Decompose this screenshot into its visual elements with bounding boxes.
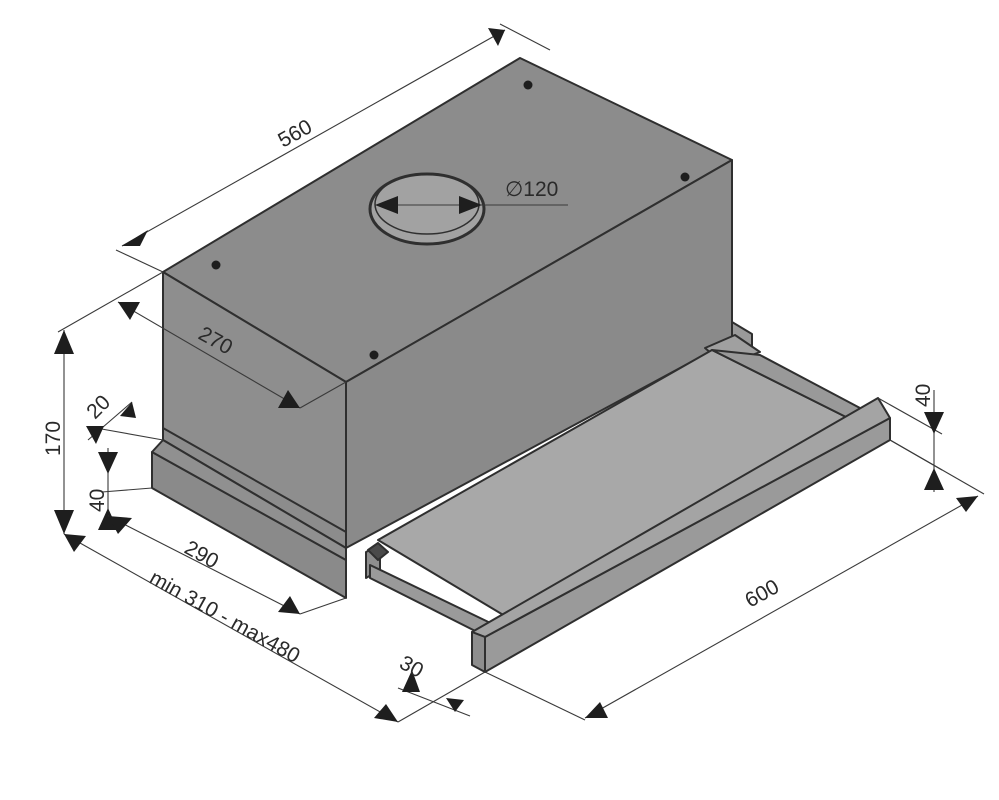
dim-40-right-label: 40 bbox=[912, 384, 935, 407]
dim-170-arrow-bottom bbox=[54, 510, 74, 534]
dim-170-arrow-top bbox=[54, 330, 74, 354]
dim-170-label: 170 bbox=[42, 421, 65, 456]
dim-560-arrow-right bbox=[488, 28, 505, 46]
dim-560-ext-left bbox=[115, 249, 164, 273]
dim-290-ext bbox=[299, 597, 347, 615]
dim-20-arrow-top bbox=[120, 402, 136, 418]
dim-extended-label: min 310 - max480 bbox=[146, 566, 304, 668]
mount-hole-dot bbox=[680, 172, 690, 182]
tray-corner-block bbox=[367, 542, 389, 561]
dim-560-ext-right bbox=[499, 23, 551, 51]
dim-30-arrow-left bbox=[402, 670, 420, 692]
dim-290-line bbox=[107, 515, 301, 615]
dim-560-line bbox=[121, 29, 506, 247]
dim-560-label: 560 bbox=[274, 115, 316, 152]
dim-40-right-arrow-bottom bbox=[924, 468, 944, 490]
dim-30-line bbox=[397, 687, 471, 717]
dim-30-arrow-right bbox=[446, 698, 464, 712]
dim-560-arrow-left bbox=[122, 230, 148, 246]
dim-20-arrow-bottom bbox=[86, 426, 104, 444]
dim-40-right-ext-bottom bbox=[889, 439, 943, 471]
dim-170-ext-top bbox=[57, 271, 164, 333]
mount-hole-dot bbox=[523, 80, 533, 90]
dim-290-label: 290 bbox=[181, 536, 223, 573]
mount-hole-dot bbox=[369, 350, 379, 360]
dim-120-arrow-left bbox=[375, 196, 398, 214]
exhaust-outlet bbox=[368, 172, 486, 246]
dim-600-arrow-left bbox=[585, 702, 608, 718]
dim-600-ext-left bbox=[484, 671, 586, 721]
dim-120-label: ∅120 bbox=[505, 178, 558, 201]
dimension-lines bbox=[54, 23, 985, 723]
mount-hole-dot bbox=[211, 260, 221, 270]
dim-extended-line bbox=[63, 533, 399, 723]
dim-290-arrow-right bbox=[278, 596, 300, 614]
dim-270-arrow-top bbox=[118, 302, 140, 320]
dim-290-arrow-left bbox=[108, 516, 132, 534]
dim-30-label: 30 bbox=[396, 651, 428, 682]
dim-270-line bbox=[117, 301, 301, 409]
dim-120-arrow-right bbox=[459, 196, 482, 214]
dim-extended-arrow-left bbox=[64, 534, 86, 552]
dim-40-right-arrow-top bbox=[924, 412, 944, 434]
dim-600-arrow-right bbox=[956, 496, 978, 512]
dim-40-left-label: 40 bbox=[86, 489, 109, 512]
dim-20-label: 20 bbox=[82, 391, 115, 424]
dim-270-arrow-bottom bbox=[278, 390, 300, 408]
dim-30-ext bbox=[397, 671, 486, 723]
dim-40-left-ext bbox=[101, 487, 153, 493]
dim-270-ext bbox=[299, 381, 347, 409]
visor-end bbox=[471, 631, 486, 673]
dim-40-left-arrow-top bbox=[98, 452, 118, 474]
base-block-top bbox=[151, 439, 347, 561]
dim-600-label: 600 bbox=[741, 575, 783, 612]
dim-600-line bbox=[584, 495, 979, 719]
dim-20-ext bbox=[95, 427, 164, 441]
dim-extended-arrow-right bbox=[374, 704, 398, 722]
pull-out-tray bbox=[365, 321, 891, 673]
